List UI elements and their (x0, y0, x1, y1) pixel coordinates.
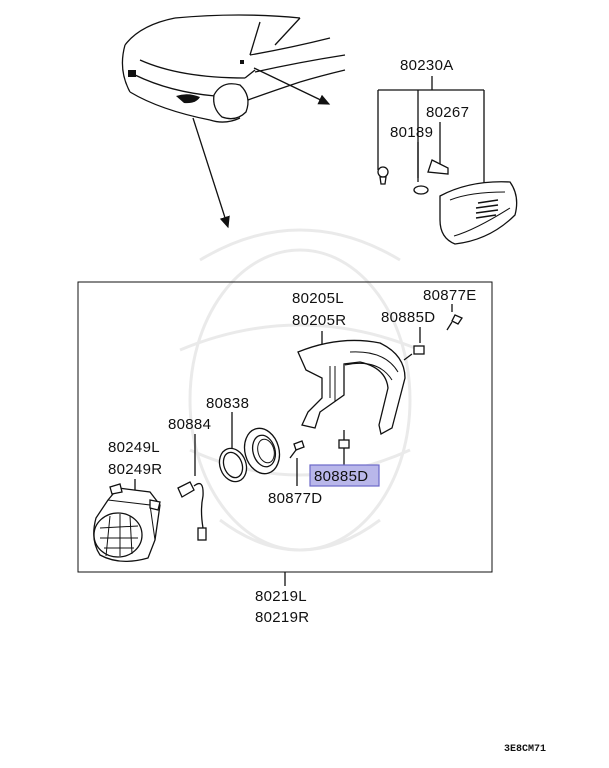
fog-lamp-80249-part (93, 483, 161, 562)
label-80877E: 80877E (423, 287, 477, 304)
nut-80885D-upper-part (403, 345, 425, 361)
car-outline-illustration (121, 14, 346, 123)
label-80249R: 80249R (108, 461, 162, 478)
label-80249L: 80249L (108, 439, 160, 456)
watermark-emblem (179, 228, 421, 552)
label-80219L: 80219L (255, 588, 307, 605)
label-80877D: 80877D (268, 490, 322, 507)
label-80189: 80189 (390, 124, 433, 141)
label-80219R: 80219R (255, 609, 309, 626)
clip-80189-part (377, 166, 389, 185)
diagram-code: 3E8CM71 (504, 744, 546, 755)
bracket-80205-part (297, 339, 406, 435)
label-80230A: 80230A (400, 57, 454, 74)
screw-80877E-part (446, 314, 463, 331)
screw-80877D-part (289, 440, 305, 459)
label-80838: 80838 (206, 395, 249, 412)
nut-80885D-lower-part (338, 430, 350, 449)
label-80267: 80267 (426, 104, 469, 121)
bracket-80267-part (427, 159, 449, 175)
label-80884: 80884 (168, 416, 211, 433)
label-80885D-upper: 80885D (381, 309, 435, 326)
wiring-harness-80884-part (177, 481, 207, 541)
label-80885D-highlighted[interactable]: 80885D (314, 468, 368, 485)
arrow-to-side-marker (253, 67, 331, 105)
label-80205R: 80205R (292, 312, 346, 329)
highlighted-part-box[interactable] (309, 464, 380, 487)
label-80205L: 80205L (292, 290, 344, 307)
socket-part (413, 185, 429, 195)
gasket-ring-80838-part (218, 447, 248, 483)
side-marker-lamp-part (439, 181, 518, 245)
retainer-ring-part (243, 427, 281, 475)
arrow-to-foglamp-assembly (192, 117, 230, 229)
